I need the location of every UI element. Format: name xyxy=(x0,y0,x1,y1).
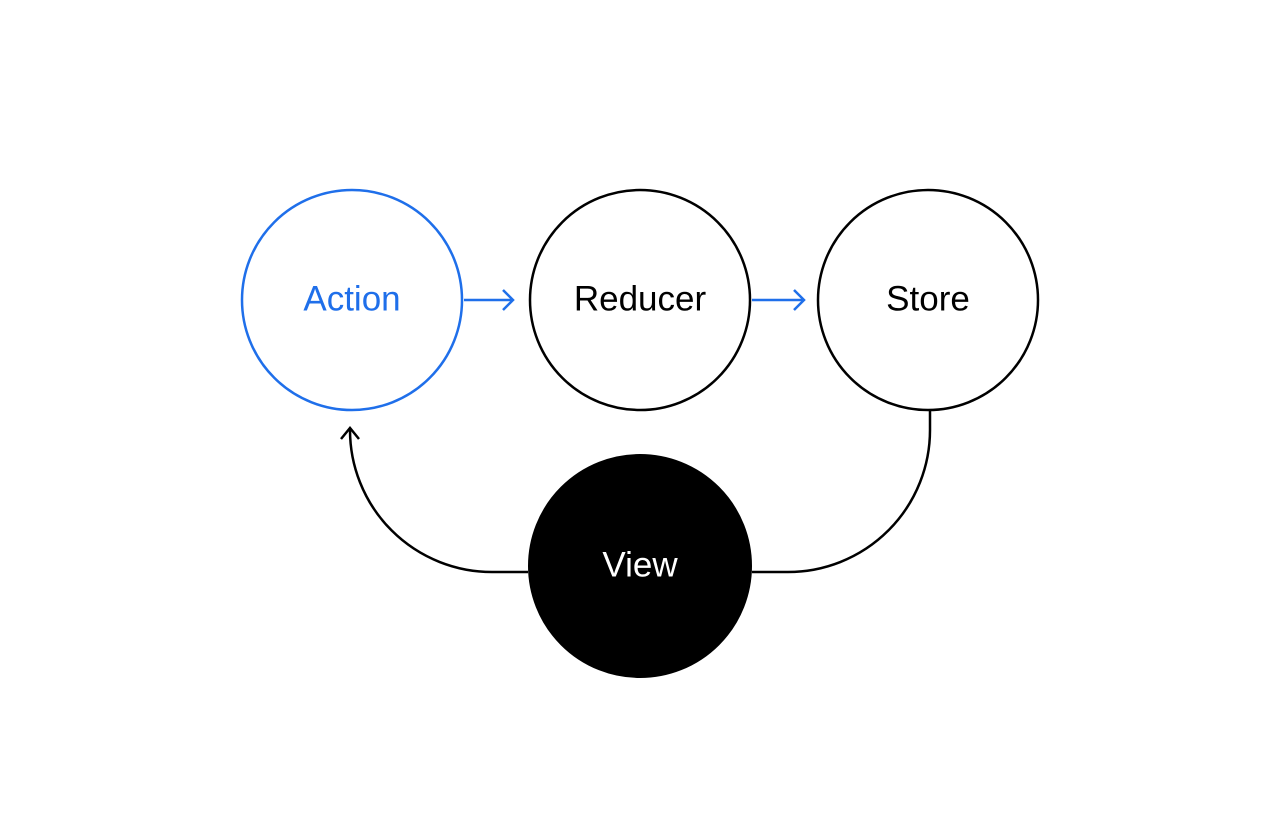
connector-store-to-view xyxy=(752,410,932,574)
view-label: View xyxy=(602,545,678,584)
action-node: Action xyxy=(240,188,464,412)
action-circle xyxy=(240,188,464,412)
arrow-head-icon xyxy=(793,289,806,311)
store-label: Store xyxy=(886,279,970,318)
store-circle xyxy=(816,188,1040,412)
store-node: Store xyxy=(816,188,1040,412)
connector-view-to-action xyxy=(340,426,528,574)
arrow-reducer-to-store xyxy=(752,289,806,311)
view-circle xyxy=(528,454,752,678)
reducer-label: Reducer xyxy=(574,279,707,318)
connector-curve xyxy=(348,429,528,574)
reducer-circle xyxy=(528,188,752,412)
arrow-head-icon xyxy=(502,289,515,311)
action-label: Action xyxy=(303,279,400,318)
view-node: View xyxy=(528,454,752,678)
arrow-head-icon xyxy=(340,426,360,440)
reducer-node: Reducer xyxy=(528,188,752,412)
arrow-action-to-reducer xyxy=(464,289,515,311)
